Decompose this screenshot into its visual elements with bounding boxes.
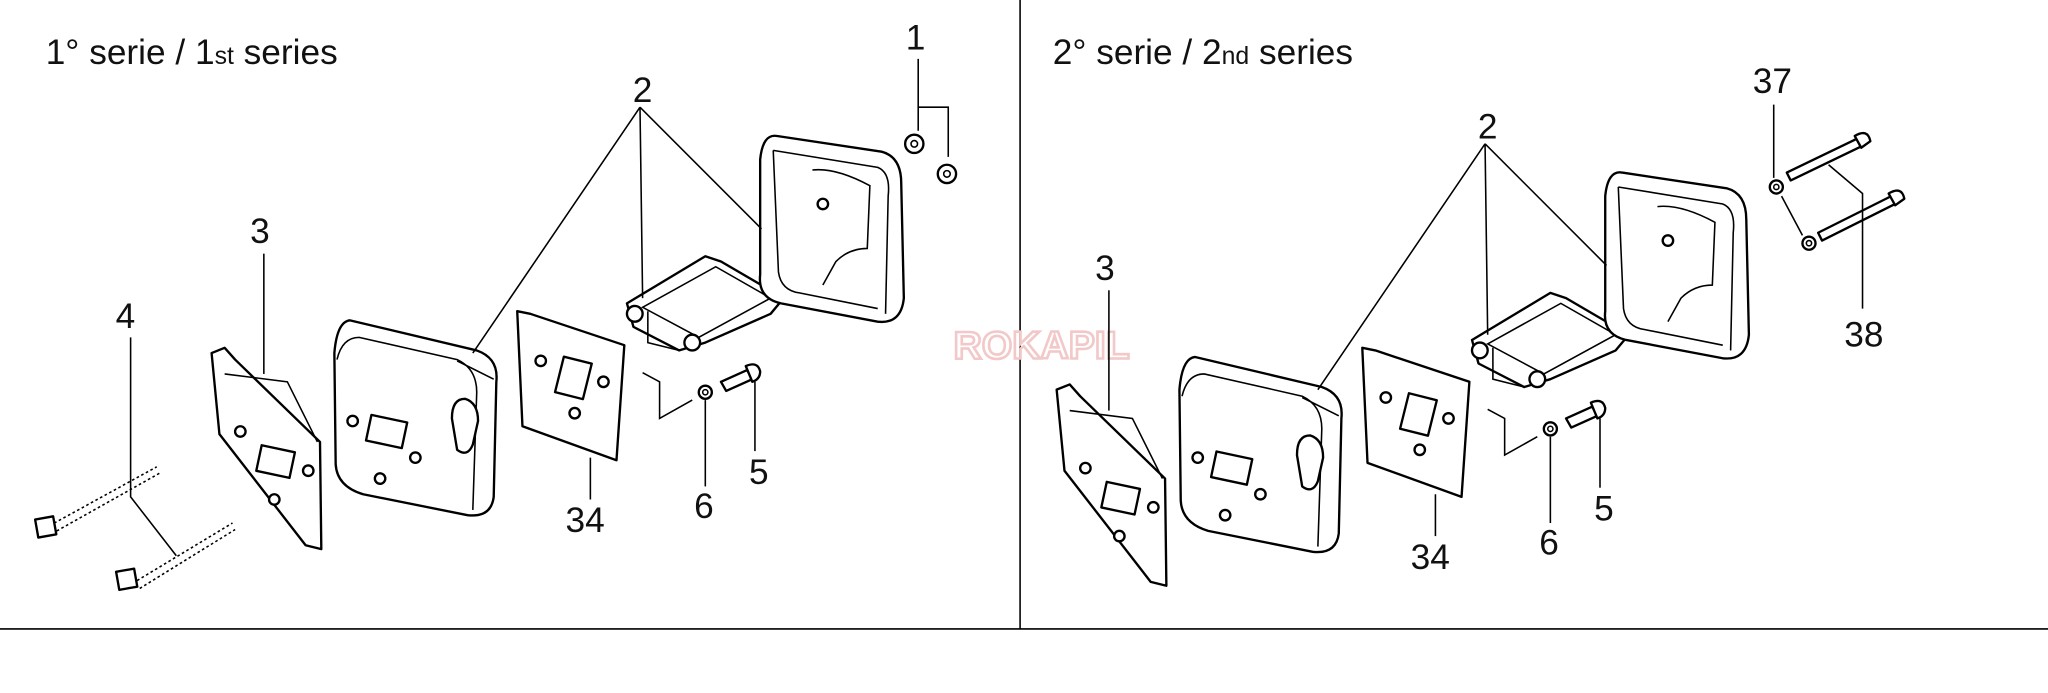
- assembly-parts: [1055, 142, 1751, 587]
- panel-title: 2° serie / 2nd series: [1053, 33, 1353, 72]
- label-3: 3: [1095, 249, 1115, 288]
- watermark: ROKAPIL: [953, 324, 1129, 367]
- assembly-parts: [210, 106, 906, 551]
- label-5: 5: [749, 453, 769, 492]
- panel-1st-series: 1° serie / 1st series 1 2 3 4 5 6 34: [33, 19, 958, 592]
- panel-title: 1° serie / 1st series: [46, 33, 338, 72]
- label-1: 1: [906, 19, 926, 58]
- washers-37: [1768, 104, 1817, 251]
- label-37: 37: [1753, 62, 1792, 101]
- label-5: 5: [1594, 489, 1614, 528]
- bolts: [33, 337, 236, 592]
- label-34: 34: [1411, 538, 1450, 577]
- label-38: 38: [1844, 315, 1883, 354]
- label-6: 6: [1539, 523, 1559, 562]
- panel-2nd-series: 2° serie / 2nd series 37 2 3 38 5 6 34: [1053, 33, 1906, 587]
- label-2: 2: [1478, 108, 1498, 147]
- label-34: 34: [566, 501, 605, 540]
- label-3: 3: [250, 212, 270, 251]
- bolts-38: [1785, 131, 1906, 309]
- label-4: 4: [116, 297, 136, 336]
- nuts: [903, 58, 958, 185]
- label-2: 2: [633, 71, 653, 110]
- label-6: 6: [694, 487, 714, 526]
